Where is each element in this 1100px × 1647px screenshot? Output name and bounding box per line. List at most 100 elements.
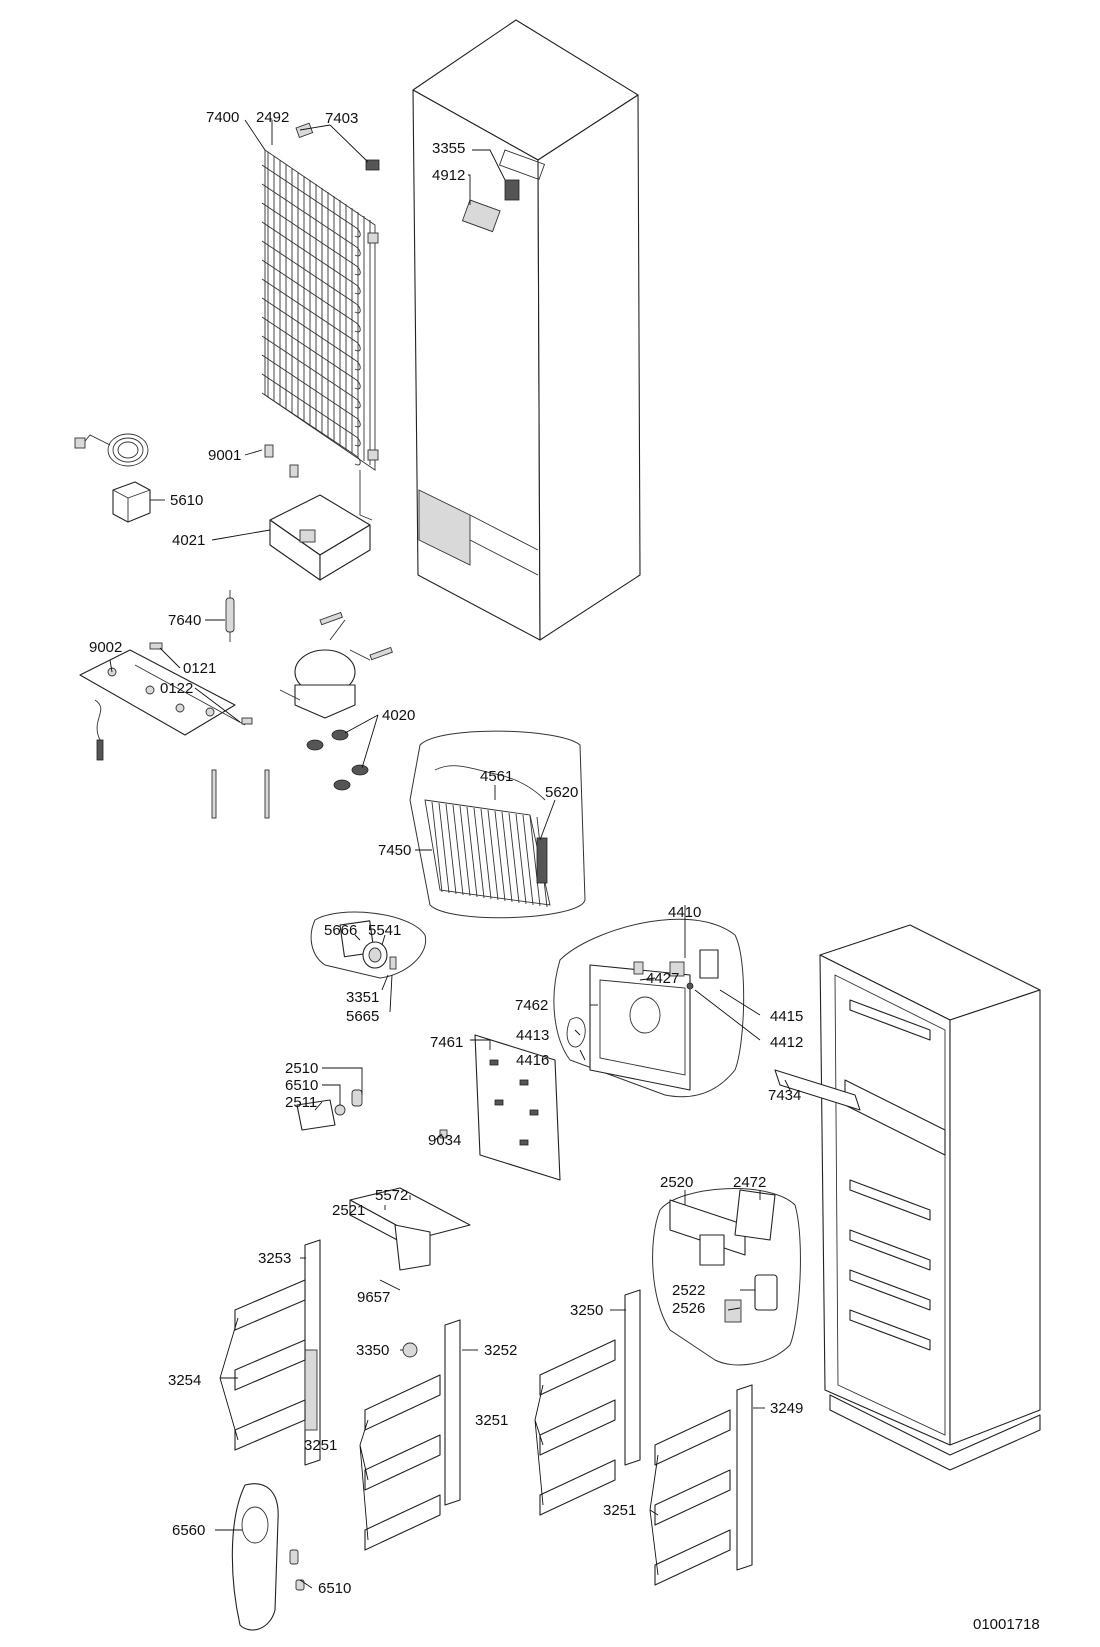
- fridge-shelf: [849, 1269, 931, 1311]
- label-0122: 0122: [160, 680, 193, 697]
- fan-duct-group: [553, 918, 745, 1098]
- label-4410: 4410: [668, 904, 701, 921]
- label-4413: 4413: [516, 1027, 549, 1044]
- condenser-tube: [261, 259, 361, 333]
- evaporator-fin: [473, 807, 485, 899]
- evaporator-cover-7461: [439, 1034, 561, 1181]
- label-2510: 2510: [285, 1060, 318, 1077]
- label-4912: 4912: [432, 167, 465, 184]
- label-5572: 5572: [375, 1187, 408, 1204]
- label-2492: 2492: [256, 109, 289, 126]
- thermostat-housing-group: [652, 1188, 801, 1366]
- condenser-tube: [261, 240, 361, 314]
- condenser-coil: [261, 122, 380, 521]
- label-3253: 3253: [258, 1250, 291, 1267]
- cabinet-body-rear: [412, 19, 641, 641]
- label-7640: 7640: [168, 612, 201, 629]
- label-9034: 9034: [428, 1132, 461, 1149]
- condenser-clip-7403-top: [295, 122, 314, 138]
- label-2472: 2472: [733, 1174, 766, 1191]
- evaporator-fin: [480, 808, 492, 900]
- label-3249: 3249: [770, 1400, 803, 1417]
- lamp-socket-3350: [402, 1342, 418, 1358]
- label-3350: 3350: [356, 1342, 389, 1359]
- fridge-shelf: [849, 1179, 931, 1221]
- label-3251c: 3251: [603, 1502, 636, 1519]
- condenser-tube: [261, 354, 361, 428]
- condenser-tube: [261, 183, 361, 257]
- fridge-shelf: [849, 999, 931, 1041]
- refrigerator-front-view: [774, 924, 1041, 1471]
- label-5610: 5610: [170, 492, 203, 509]
- evaporator-fin: [452, 804, 464, 896]
- spacer-9001-a: [264, 444, 274, 458]
- fan-clip-4427: [633, 961, 644, 975]
- label-3251a: 3251: [304, 1437, 337, 1454]
- label-4561: 4561: [480, 768, 513, 785]
- door-rack-right-group: [539, 1289, 753, 1586]
- label-6510b: 6510: [318, 1580, 351, 1597]
- label-4427: 4427: [646, 970, 679, 987]
- evaporator-fin: [431, 801, 443, 893]
- condenser-tube: [261, 373, 361, 447]
- thermostat-group: [310, 911, 427, 979]
- part-labels: 7400 2492 7403 3355 4912 9001 5610 4021 …: [89, 109, 803, 1597]
- condenser-tube: [261, 278, 361, 352]
- label-4412: 4412: [770, 1034, 803, 1051]
- evaporator-group: [409, 730, 586, 919]
- label-2511: 2511: [285, 1094, 317, 1111]
- compressor-4020: [279, 611, 393, 791]
- lamp-group: [296, 1089, 363, 1131]
- label-3251b: 3251: [475, 1412, 508, 1429]
- label-3254: 3254: [168, 1372, 201, 1389]
- label-4021: 4021: [172, 532, 205, 549]
- label-6560: 6560: [172, 1522, 205, 1539]
- label-4415: 4415: [770, 1008, 803, 1025]
- condenser-tube: [261, 335, 361, 409]
- sleeve-0122: [241, 717, 253, 725]
- label-4020: 4020: [382, 707, 415, 724]
- filter-dryer-7640: [225, 590, 235, 642]
- evaporator-fin: [466, 806, 478, 898]
- plate-2526: [724, 1299, 742, 1323]
- label-6510a: 6510: [285, 1077, 318, 1094]
- fan-washer-4412: [686, 982, 694, 990]
- label-7400: 7400: [206, 109, 239, 126]
- label-2520: 2520: [660, 1174, 693, 1191]
- spacer-9001-b: [289, 464, 299, 478]
- label-9657: 9657: [357, 1289, 390, 1306]
- label-0121: 0121: [183, 660, 216, 677]
- label-5541: 5541: [368, 922, 401, 939]
- label-3355: 3355: [432, 140, 465, 157]
- condenser-tube: [261, 316, 361, 390]
- label-4416: 4416: [516, 1052, 549, 1069]
- evaporator-fin: [494, 810, 506, 902]
- label-2522: 2522: [672, 1282, 705, 1299]
- label-5620: 5620: [545, 784, 578, 801]
- label-9001: 9001: [208, 447, 241, 464]
- knob-2522: [754, 1274, 778, 1311]
- door-rack-left-group: [234, 1239, 321, 1466]
- label-3252: 3252: [484, 1342, 517, 1359]
- fridge-shelf: [849, 1309, 931, 1351]
- label-2521: 2521: [332, 1202, 365, 1219]
- label-3250: 3250: [570, 1302, 603, 1319]
- glass-shelf-7434: [774, 1069, 861, 1111]
- condenser-clip-7403: [365, 159, 380, 171]
- evaporator-fin: [487, 809, 499, 901]
- lamp-cover-6560: [231, 1483, 305, 1631]
- screw-9034: [439, 1129, 448, 1139]
- power-cable: [74, 433, 149, 467]
- label-7403: 7403: [325, 110, 358, 127]
- label-7434: 7434: [768, 1087, 801, 1104]
- base-plate-9002: [79, 642, 253, 736]
- condenser-tube: [261, 297, 361, 371]
- evaporator-fin: [508, 812, 520, 904]
- label-7450: 7450: [378, 842, 411, 859]
- evaporator-fin: [459, 805, 471, 897]
- condenser-tube: [261, 392, 361, 466]
- condenser-tube: [261, 164, 361, 238]
- rod-a: [211, 769, 217, 819]
- label-9002: 9002: [89, 639, 122, 656]
- starter-relay-5610: [112, 481, 151, 523]
